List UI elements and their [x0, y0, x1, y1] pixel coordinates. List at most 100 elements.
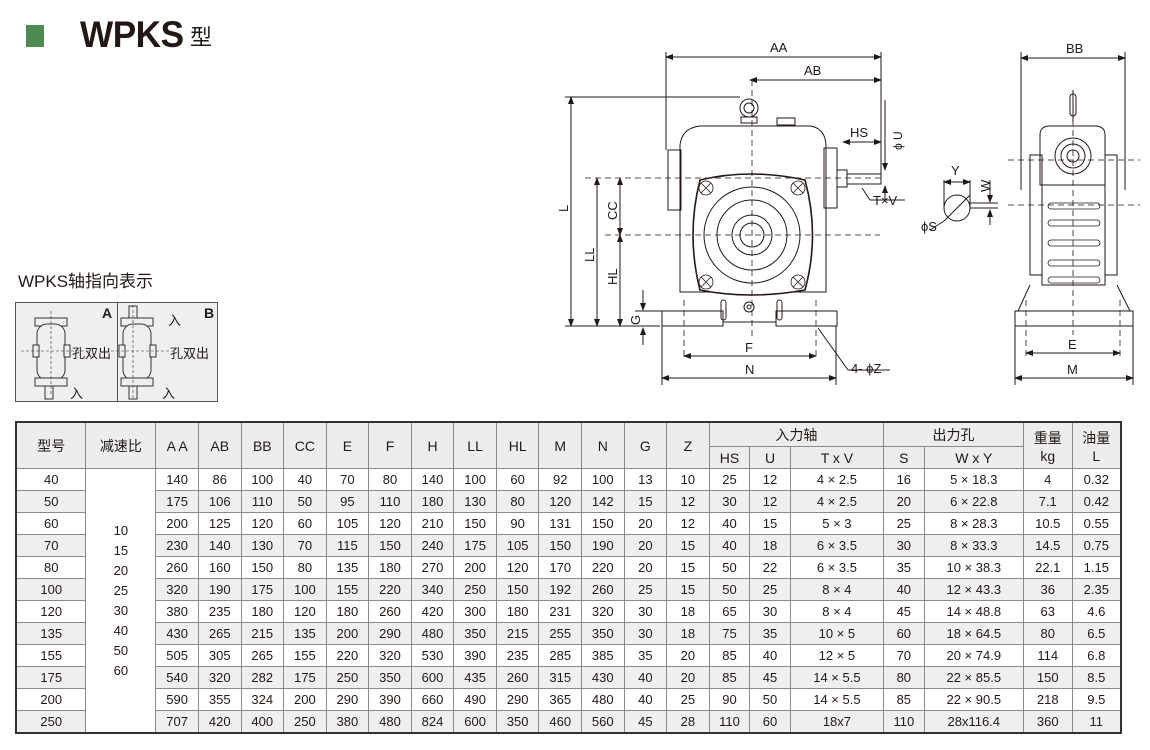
table-cell: 320 [368, 644, 412, 667]
table-cell: 28x116.4 [923, 710, 1024, 734]
table-cell: 30 [708, 490, 751, 513]
table-cell: 6 × 3.5 [789, 556, 885, 579]
table-cell: 15 [666, 556, 710, 579]
table-cell: 20 [883, 490, 925, 513]
table-cell: 220 [368, 578, 412, 601]
ratio-value: 30 [113, 602, 129, 618]
table-cell: 45 [623, 710, 668, 734]
label-hl: HL [605, 268, 620, 285]
table-cell: 12 [666, 490, 710, 513]
table-cell: 110 [368, 490, 412, 513]
table-cell: 40 [623, 688, 668, 711]
cell-model: 200 [15, 688, 87, 711]
table-cell: 142 [581, 490, 625, 513]
label-e: E [1068, 337, 1077, 352]
table-cell: 18 [666, 622, 710, 645]
table-cell: 10.5 [1022, 512, 1073, 535]
table-cell: 14 × 48.8 [923, 600, 1024, 623]
table-cell: 150 [538, 534, 582, 557]
table-cell: 150 [581, 512, 625, 535]
label-ab: AB [804, 63, 821, 78]
table-cell: 4.6 [1071, 600, 1122, 623]
table-cell: 160 [197, 556, 242, 579]
table-cell: 320 [155, 578, 199, 601]
table-cell: 8 × 33.3 [923, 534, 1024, 557]
table-cell: 360 [1022, 710, 1073, 734]
table-cell: 5 × 18.3 [923, 468, 1024, 491]
panel-b-output-text: 孔双出 [170, 347, 210, 362]
table-cell: 530 [410, 644, 455, 667]
table-cell: 25 [708, 468, 751, 491]
header-col: F [368, 421, 412, 469]
header-output-group: 出力孔 [883, 421, 1024, 447]
table-cell: 20 [666, 644, 710, 667]
table-cell: 20 [623, 534, 668, 557]
header-col: G [623, 421, 668, 469]
table-cell: 20 [666, 666, 710, 689]
table-cell: 131 [538, 512, 582, 535]
table-cell: 340 [410, 578, 455, 601]
ratio-value: 25 [113, 582, 129, 598]
table-cell: 540 [155, 666, 199, 689]
table-cell: 355 [197, 688, 242, 711]
table-cell: 350 [495, 710, 540, 734]
ratio-value: 20 [113, 562, 129, 578]
table-cell: 0.32 [1071, 468, 1122, 491]
table-cell: 15 [623, 490, 668, 513]
table-cell: 8 × 4 [789, 578, 885, 601]
header-input-group: 入力轴 [708, 421, 885, 447]
table-cell: 230 [155, 534, 199, 557]
header-col: E [325, 421, 370, 469]
table-cell: 140 [410, 468, 455, 491]
table-cell: 15 [666, 578, 710, 601]
table-cell: 25 [883, 512, 925, 535]
table-cell: 210 [410, 512, 455, 535]
table-cell: 0.55 [1071, 512, 1122, 535]
table-cell: 30 [623, 622, 668, 645]
side-view [1008, 52, 1140, 385]
table-cell: 18 [666, 600, 710, 623]
table-cell: 560 [581, 710, 625, 734]
label-hs: HS [850, 125, 868, 140]
table-cell: 14.5 [1022, 534, 1073, 557]
table-cell: 80 [495, 490, 540, 513]
table-cell: 40 [708, 534, 751, 557]
header-weight-unit: kg [1040, 447, 1056, 464]
label-w: W [978, 179, 993, 192]
table-cell: 430 [581, 666, 625, 689]
table-cell: 80 [883, 666, 925, 689]
spec-table: 型号 减速比 A A AB BB CC E F H LL HL M N G Z … [15, 421, 1122, 734]
header-oil-unit: L [1092, 447, 1101, 464]
table-cell: 4 [1022, 468, 1073, 491]
cell-model: 175 [15, 666, 87, 689]
table-cell: 175 [453, 534, 497, 557]
table-cell: 220 [581, 556, 625, 579]
table-cell: 231 [538, 600, 582, 623]
table-cell: 7.1 [1022, 490, 1073, 513]
table-cell: 460 [538, 710, 582, 734]
table-cell: 180 [368, 556, 412, 579]
header-u: U [749, 446, 791, 469]
table-cell: 115 [325, 534, 370, 557]
header-txv: T x V [789, 446, 885, 469]
table-cell: 420 [410, 600, 455, 623]
table-cell: 22 × 85.5 [923, 666, 1024, 689]
ratio-value: 15 [113, 542, 129, 558]
table-cell: 260 [368, 600, 412, 623]
table-cell: 11 [1071, 710, 1122, 734]
header-col: BB [240, 421, 285, 469]
table-cell: 85 [708, 644, 751, 667]
table-cell: 22 × 90.5 [923, 688, 1024, 711]
table-cell: 150 [368, 534, 412, 557]
table-cell: 120 [538, 490, 582, 513]
table-cell: 190 [581, 534, 625, 557]
title-accent-square [26, 25, 44, 47]
table-cell: 250 [325, 666, 370, 689]
direction-diagram: A 孔双出 入 B 入 孔双出 入 [15, 302, 218, 402]
table-cell: 390 [453, 644, 497, 667]
